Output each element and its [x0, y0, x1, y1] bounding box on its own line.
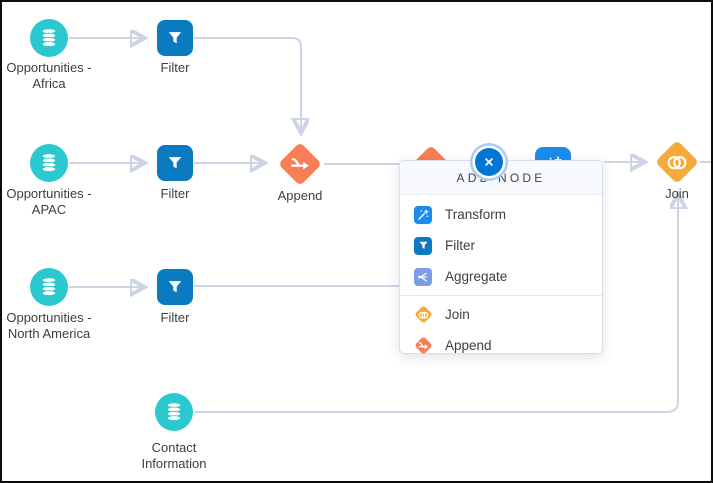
- filter-icon: [168, 157, 182, 169]
- menu-item-transform[interactable]: Transform: [400, 199, 602, 230]
- filter-node-north-america[interactable]: [157, 269, 193, 305]
- close-icon: [485, 158, 493, 166]
- aggregate-icon: [414, 267, 432, 286]
- database-icon: [41, 277, 57, 297]
- menu-divider: [400, 295, 602, 296]
- menu-item-label: Join: [445, 307, 470, 322]
- dataset-node-north-america[interactable]: [30, 268, 68, 306]
- node-label-filter-africa: Filter: [160, 60, 190, 75]
- node-label-filter-north-america: Filter: [160, 310, 190, 325]
- close-button[interactable]: [475, 148, 503, 176]
- filter-icon: [168, 32, 182, 44]
- transform-icon: [414, 205, 432, 224]
- node-label-join: Join: [665, 186, 689, 201]
- dataset-node-apac[interactable]: [30, 144, 68, 182]
- menu-item-label: Transform: [445, 207, 507, 222]
- filter-icon: [414, 236, 432, 255]
- database-icon: [166, 402, 182, 422]
- menu-item-join[interactable]: Join: [400, 299, 602, 330]
- database-icon: [41, 153, 57, 173]
- menu-item-aggregate[interactable]: Aggregate: [400, 261, 602, 292]
- add-node-popup: ADD NODE Transform: [399, 160, 603, 355]
- filter-node-apac[interactable]: [157, 145, 193, 181]
- node-label-filter-apac: Filter: [160, 186, 190, 201]
- menu-item-filter[interactable]: Filter: [400, 230, 602, 261]
- join-node[interactable]: [655, 140, 699, 184]
- node-label-contact: Contact Information: [141, 440, 207, 471]
- menu-item-label: Filter: [445, 238, 475, 253]
- menu-item-label: Aggregate: [445, 269, 508, 284]
- node-label-append: Append: [277, 188, 323, 203]
- dataset-node-africa[interactable]: [30, 19, 68, 57]
- append-icon: [413, 336, 433, 355]
- node-label-apac: Opportunities - APAC: [6, 186, 92, 217]
- append-node[interactable]: [278, 142, 322, 186]
- menu-item-label: Append: [445, 338, 492, 353]
- node-label-africa: Opportunities - Africa: [6, 60, 92, 91]
- append-icon: [289, 153, 311, 175]
- menu-item-append[interactable]: Append: [400, 330, 602, 361]
- filter-node-africa[interactable]: [157, 20, 193, 56]
- dataset-node-contact[interactable]: [155, 393, 193, 431]
- join-icon: [665, 150, 689, 174]
- filter-icon: [168, 281, 182, 293]
- add-node-menu: Transform Filter Aggregate: [400, 195, 602, 365]
- database-icon: [41, 28, 57, 48]
- node-label-north-america: Opportunities - North America: [6, 310, 92, 341]
- join-icon: [413, 305, 433, 324]
